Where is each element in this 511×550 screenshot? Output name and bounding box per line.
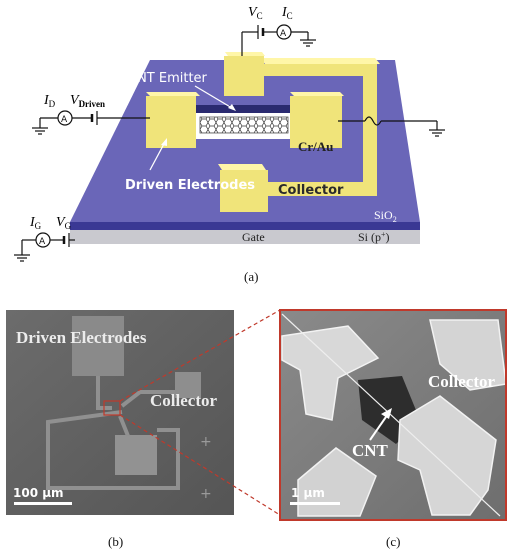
collector-top-pad bbox=[224, 52, 265, 96]
cnt-label-c: CNT bbox=[352, 441, 389, 460]
cnt-line bbox=[281, 313, 501, 517]
sio2-label: SiO2 bbox=[374, 208, 397, 224]
plus-mark-2: + bbox=[200, 486, 212, 502]
panel-c-caption: (c) bbox=[386, 534, 400, 549]
ammeter-c: A bbox=[280, 29, 287, 39]
zoom-box bbox=[103, 400, 121, 416]
collector-bottom-pad bbox=[218, 164, 268, 212]
bottom-pad-b bbox=[115, 435, 157, 475]
zoom-frame-c bbox=[279, 309, 507, 521]
panel-b: Driven Electrodes Collector + + 100 μm (… bbox=[6, 310, 234, 549]
vg-label: VG bbox=[56, 215, 72, 231]
cr-au-electrode bbox=[290, 92, 344, 148]
driven-pad-b bbox=[72, 316, 124, 376]
panel-a: CNT Emitter Cr/Au Driven Electrodes Coll… bbox=[14, 5, 445, 284]
cr-au-label: Cr/Au bbox=[298, 139, 333, 154]
driven-circuit bbox=[32, 110, 150, 135]
traces-b bbox=[46, 376, 180, 490]
collector-pad-b bbox=[175, 372, 201, 398]
oxide-edge bbox=[70, 222, 420, 230]
panel-c: Collector CNT 1 μm (c) bbox=[279, 309, 507, 549]
emitter-bar bbox=[190, 105, 292, 113]
gate-layer bbox=[70, 230, 420, 244]
cnt-emitter-label: CNT Emitter bbox=[128, 71, 208, 86]
collector-label-c: Collector bbox=[428, 372, 495, 391]
driven-electrodes-label: Driven Electrodes bbox=[125, 178, 255, 193]
scale-label-b: 100 μm bbox=[13, 486, 64, 500]
collector-label-a: Collector bbox=[278, 183, 344, 198]
panel-a-caption: (a) bbox=[244, 269, 258, 284]
electrode-top-left bbox=[281, 325, 380, 421]
electrode-bottom-right bbox=[397, 395, 497, 516]
vdriven-label: VDriven bbox=[70, 93, 105, 109]
cnt-emitter-arrowhead bbox=[228, 104, 236, 111]
cnt-mesh bbox=[199, 116, 289, 134]
panel-b-caption: (b) bbox=[108, 534, 123, 549]
driven-arrowhead bbox=[161, 138, 167, 146]
cnt-arrowhead-c bbox=[381, 408, 392, 419]
ammeter-d: A bbox=[61, 115, 68, 125]
collector-label-b: Collector bbox=[150, 391, 217, 410]
right-ground bbox=[338, 116, 445, 137]
collector-trace bbox=[260, 58, 380, 196]
id-label: ID bbox=[43, 93, 56, 109]
vc-label: VC bbox=[248, 5, 263, 21]
driven-pointer bbox=[149, 141, 166, 171]
zoom-lines bbox=[119, 309, 281, 516]
scale-bar-b bbox=[14, 502, 72, 505]
driven-electrodes-label-b: Driven Electrodes bbox=[16, 328, 147, 347]
scale-label-c: 1 μm bbox=[291, 486, 325, 500]
cnt-pointer-c bbox=[369, 413, 389, 441]
si-label: Si (p+) bbox=[358, 230, 390, 244]
scale-bar-c bbox=[290, 502, 340, 505]
ig-label: IG bbox=[29, 215, 42, 231]
driven-electrode-left bbox=[146, 92, 200, 148]
electrode-collector-c bbox=[429, 319, 507, 391]
plus-mark-1: + bbox=[200, 434, 212, 450]
gate-label: Gate bbox=[242, 230, 265, 244]
ic-label: IC bbox=[281, 5, 293, 21]
gate-circuit bbox=[14, 232, 75, 262]
ammeter-g: A bbox=[39, 237, 46, 247]
collector-circuit bbox=[241, 24, 316, 56]
cnt-emitter-pointer bbox=[194, 85, 233, 109]
electrode-bottom-left bbox=[297, 447, 377, 517]
